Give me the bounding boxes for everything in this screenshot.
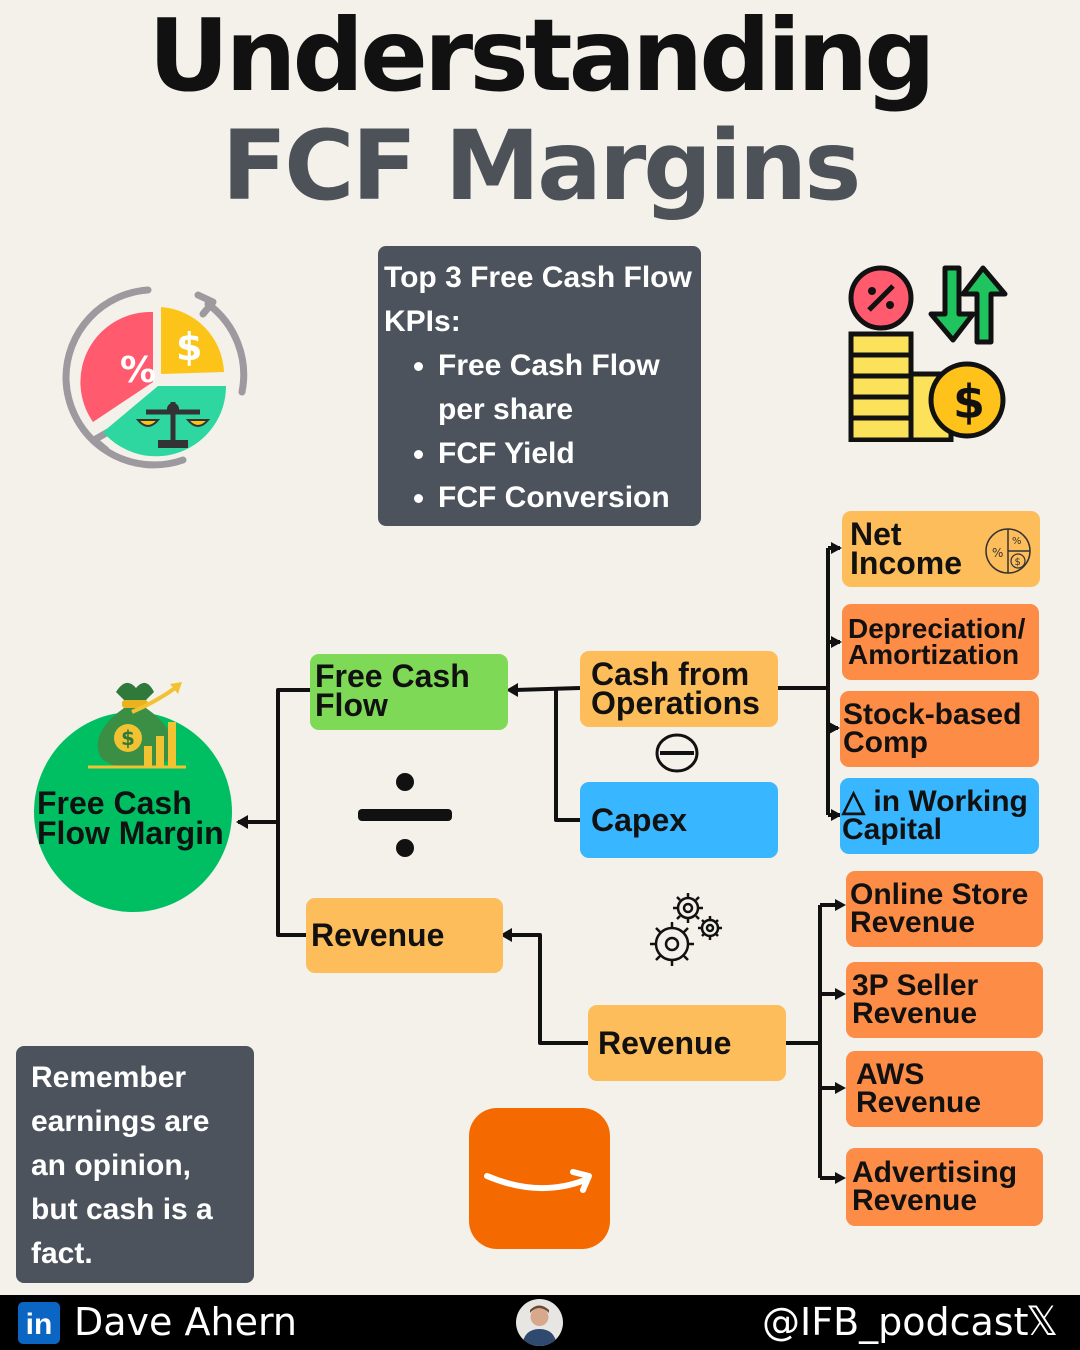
aws-node: AWS Revenue <box>846 1051 1043 1127</box>
advertising-node: Advertising Revenue <box>846 1148 1043 1226</box>
minus-circle-icon <box>654 732 700 774</box>
working-capital-node: △ in Working Capital <box>840 778 1039 854</box>
svg-text:%: % <box>992 546 1003 560</box>
money-bag-growth-icon: $ <box>86 672 188 770</box>
gears-icon <box>648 888 728 974</box>
svg-text:$: $ <box>1015 557 1021 568</box>
pie-chart-dollar-icon: % % $ <box>983 526 1033 576</box>
working-capital-label: in Working Capital <box>842 785 1028 846</box>
net-income-label: Net Income <box>850 520 970 579</box>
svg-text:$: $ <box>121 726 135 750</box>
avatar <box>516 1299 563 1346</box>
3p-seller-node: 3P Seller Revenue <box>846 962 1043 1038</box>
amazon-logo-icon <box>469 1108 610 1249</box>
stock-comp-node: Stock-based Comp <box>840 691 1039 767</box>
x-logo-icon[interactable]: 𝕏 <box>1026 1298 1058 1346</box>
avatar-face <box>516 1299 563 1346</box>
revenue-right-node: Revenue <box>588 1005 786 1081</box>
author-name[interactable]: Dave Ahern <box>74 1298 297 1346</box>
division-icon <box>356 772 454 858</box>
revenue-left-node: Revenue <box>306 898 503 973</box>
twitter-handle[interactable]: @IFB_podcast <box>762 1298 1029 1346</box>
footer-bar: in Dave Ahern @IFB_podcast 𝕏 <box>0 1295 1080 1350</box>
amazon-smile-icon <box>469 1108 610 1249</box>
svg-text:%: % <box>1012 536 1022 547</box>
capex-node: Capex <box>580 782 778 858</box>
remember-note: Remember earnings are an opinion, but ca… <box>16 1046 254 1283</box>
depreciation-node: Depreciation/ Amortization <box>842 604 1039 680</box>
fcf-margin-label: Free Cash Flow Margin <box>37 788 237 848</box>
free-cash-flow-node: Free Cash Flow <box>310 654 508 730</box>
cash-from-operations-node: Cash from Operations <box>580 651 778 727</box>
online-store-node: Online Store Revenue <box>846 871 1043 947</box>
linkedin-icon[interactable]: in <box>18 1302 60 1344</box>
